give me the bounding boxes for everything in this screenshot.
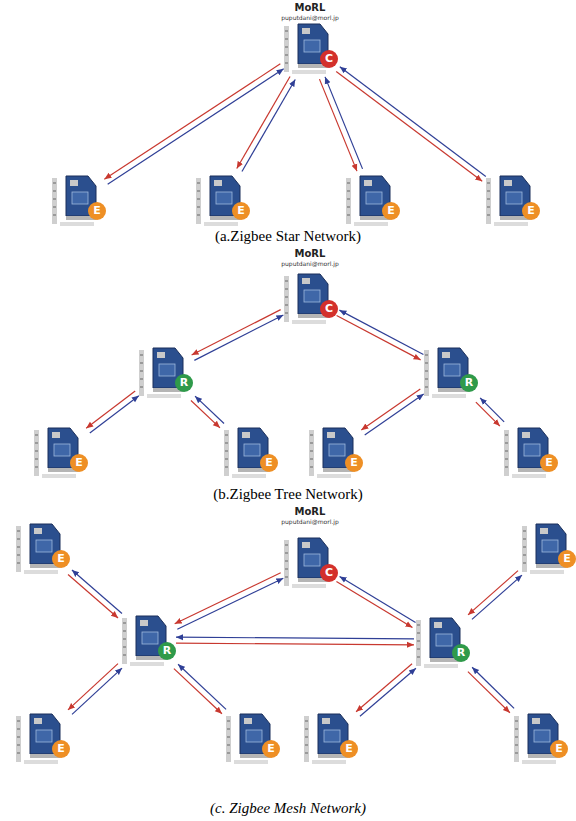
watermark: MoRL xyxy=(295,2,326,13)
role-badge: C xyxy=(320,300,338,318)
link-arrow xyxy=(360,668,416,716)
link-arrow xyxy=(340,576,416,622)
link-arrow xyxy=(339,310,423,354)
xbee-node: E xyxy=(309,424,361,480)
xbee-node: E xyxy=(304,710,356,766)
link-arrow xyxy=(237,76,290,168)
link-arrow xyxy=(468,672,510,713)
xbee-node: R xyxy=(122,612,174,668)
link-arrow xyxy=(476,402,500,426)
link-arrow xyxy=(68,575,118,618)
link-arrow xyxy=(175,573,281,624)
role-badge: R xyxy=(452,644,470,662)
role-badge: E xyxy=(382,202,400,220)
role-badge: E xyxy=(262,740,280,758)
xbee-node: E xyxy=(346,172,398,228)
xbee-node: E xyxy=(522,520,574,576)
role-badge: C xyxy=(320,564,338,582)
xbee-node: C xyxy=(284,534,336,590)
link-arrow xyxy=(468,571,518,615)
link-arrow xyxy=(325,77,363,169)
link-arrow xyxy=(90,396,139,433)
xbee-node: R xyxy=(139,344,191,400)
link-arrow xyxy=(191,401,220,428)
link-arrow xyxy=(336,582,412,628)
link-arrow xyxy=(176,637,414,639)
xbee-node: E xyxy=(196,172,248,228)
watermark: puputdani@morl.jp xyxy=(281,14,339,21)
role-badge: E xyxy=(540,454,558,472)
link-arrow xyxy=(194,315,283,360)
role-badge: E xyxy=(550,740,568,758)
xbee-node: E xyxy=(16,710,68,766)
role-badge: E xyxy=(52,740,70,758)
xbee-node: E xyxy=(16,520,68,576)
watermark: puputdani@morl.jp xyxy=(281,518,339,525)
link-arrow xyxy=(472,667,514,708)
xbee-node: E xyxy=(226,710,278,766)
xbee-node: E xyxy=(224,424,276,480)
link-arrow xyxy=(472,575,522,619)
figure-caption: (b.Zigbee Tree Network) xyxy=(213,486,363,503)
role-badge: E xyxy=(345,454,363,472)
link-arrow xyxy=(177,578,283,629)
link-arrow xyxy=(340,67,486,177)
link-arrow xyxy=(361,389,420,430)
link-arrow xyxy=(72,570,122,613)
link-arrow xyxy=(104,64,280,179)
xbee-node: R xyxy=(424,344,476,400)
xbee-node: E xyxy=(504,424,556,480)
link-arrow xyxy=(174,669,222,714)
link-arrow xyxy=(176,643,414,645)
link-arrow xyxy=(178,664,226,709)
link-arrow xyxy=(108,69,284,184)
figure-caption: (a.Zigbee Star Network) xyxy=(215,228,361,245)
role-badge: E xyxy=(522,202,540,220)
role-badge: E xyxy=(232,202,250,220)
link-arrow xyxy=(72,668,122,714)
xbee-node: C xyxy=(284,20,336,76)
role-badge: E xyxy=(88,202,106,220)
role-badge: R xyxy=(460,374,478,392)
link-arrow xyxy=(336,71,482,181)
link-arrow xyxy=(365,394,424,435)
link-arrow xyxy=(356,664,412,712)
link-arrow xyxy=(68,664,118,710)
role-badge: E xyxy=(340,740,358,758)
role-badge: R xyxy=(175,374,193,392)
role-badge: E xyxy=(52,550,70,568)
role-badge: E xyxy=(558,550,576,568)
xbee-node: E xyxy=(34,424,86,480)
role-badge: C xyxy=(320,50,338,68)
link-arrow xyxy=(195,396,224,423)
xbee-node: E xyxy=(486,172,538,228)
xbee-node: E xyxy=(52,172,104,228)
link-arrow xyxy=(319,79,357,171)
role-badge: R xyxy=(158,642,176,660)
link-arrow xyxy=(192,310,281,355)
link-arrow xyxy=(337,315,421,359)
figure-caption: (c. Zigbee Mesh Network) xyxy=(210,800,366,817)
watermark: puputdani@morl.jp xyxy=(281,260,339,267)
role-badge: E xyxy=(260,454,278,472)
link-arrow xyxy=(242,80,295,172)
xbee-node: R xyxy=(416,614,468,670)
watermark: MoRL xyxy=(295,248,326,259)
xbee-node: E xyxy=(514,710,566,766)
xbee-node: C xyxy=(284,270,336,326)
watermark: MoRL xyxy=(295,506,326,517)
link-arrow xyxy=(86,391,135,428)
role-badge: E xyxy=(70,454,88,472)
